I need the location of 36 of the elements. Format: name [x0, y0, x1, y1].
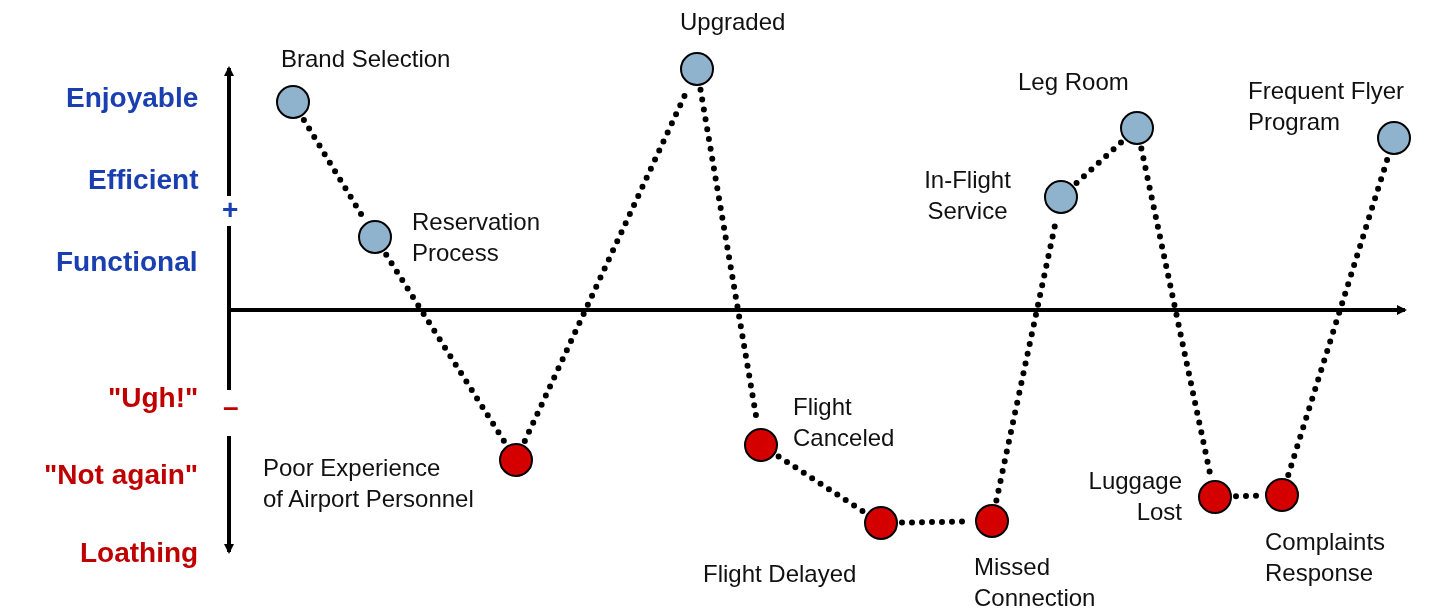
touchpoint-circle	[499, 443, 533, 477]
touchpoint-label: Flight Canceled	[793, 392, 895, 453]
touchpoint-label: Poor Experience of Airport Personnel	[263, 453, 474, 514]
touchpoint-label: Reservation Process	[412, 207, 541, 268]
touchpoint-circle	[680, 52, 714, 86]
axis-label: Enjoyable	[66, 82, 199, 114]
axis-label: Efficient	[88, 164, 199, 196]
touchpoint-label: Missed Connection	[974, 552, 1096, 613]
dotted-connector	[383, 251, 508, 446]
touchpoint-circle	[975, 504, 1009, 538]
touchpoint-circle	[1044, 180, 1078, 214]
touchpoint-circle	[1120, 111, 1154, 145]
touchpoint-label: Complaints Response	[1265, 527, 1386, 588]
touchpoint-circle	[1198, 480, 1232, 514]
sign-label: +	[222, 194, 239, 226]
dotted-connector	[775, 453, 867, 515]
axis-label: Loathing	[80, 537, 199, 569]
dotted-connector	[1073, 139, 1125, 186]
touchpoint-label: Flight Delayed	[703, 559, 857, 589]
touchpoint-label: Frequent Flyer Program	[1248, 76, 1405, 137]
touchpoint-circle	[1265, 478, 1299, 512]
touchpoint-circle	[864, 506, 898, 540]
touchpoint-circle	[1377, 121, 1411, 155]
touchpoint-label: In-Flight Service	[923, 165, 1012, 226]
dotted-connector	[1285, 155, 1391, 478]
touchpoint-circle	[744, 428, 778, 462]
touchpoint-circle	[358, 220, 392, 254]
touchpoint-label: Luggage Lost	[1087, 466, 1182, 527]
touchpoint-label: Leg Room	[1018, 67, 1129, 97]
axis-label: "Ugh!"	[108, 382, 199, 414]
axis-label: Functional	[56, 246, 198, 278]
touchpoint-label: Upgraded	[680, 7, 786, 37]
sign-label: –	[223, 391, 239, 423]
axis-label: "Not again"	[44, 459, 199, 491]
touchpoint-label: Brand Selection	[281, 44, 451, 74]
touchpoint-circle	[276, 85, 310, 119]
